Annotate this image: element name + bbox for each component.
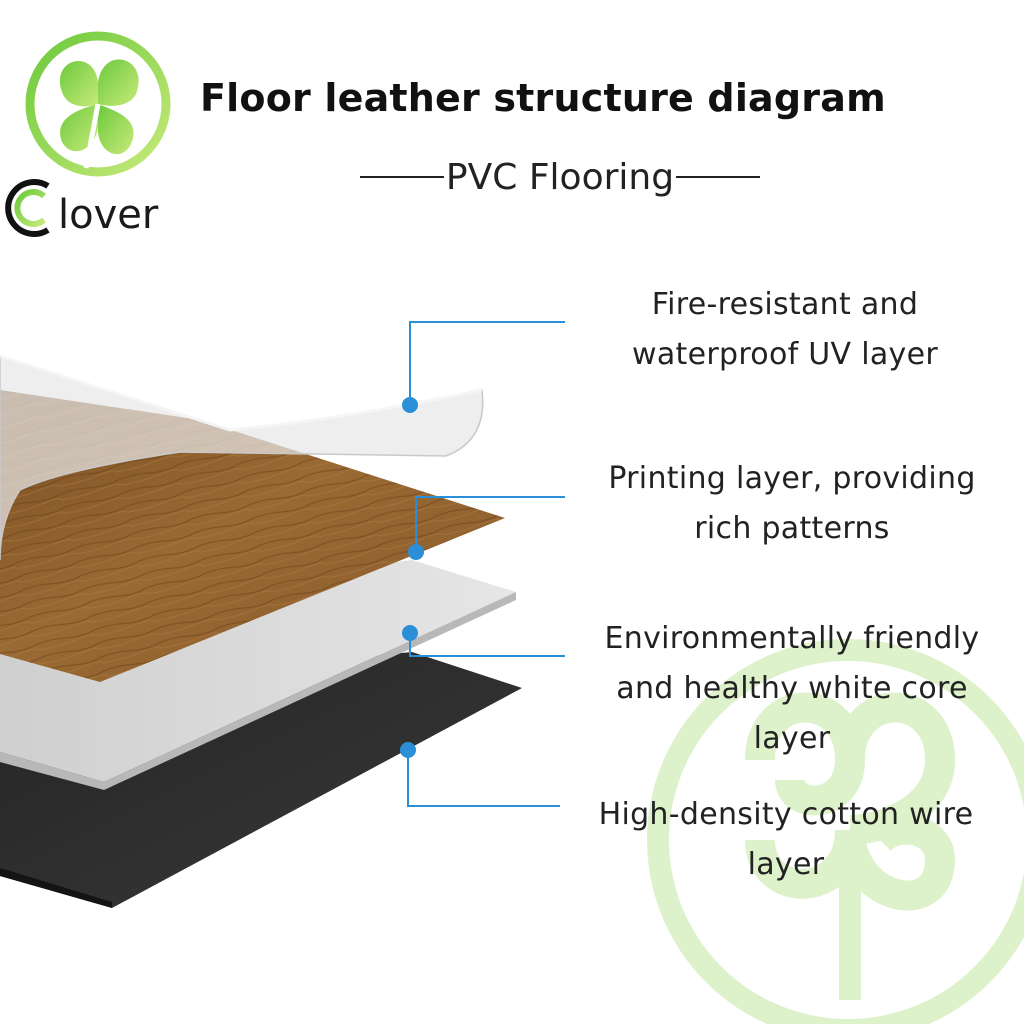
subtitle-rule-left [359,176,444,178]
uv-layer-highlight [0,354,483,432]
label-uv-line-1: Fire-resistant and [651,287,919,322]
connector-core [402,625,565,657]
connector-print [408,496,565,560]
label-core-layer: Environmentally friendly and healthy whi… [572,614,1012,764]
label-backing-line-1: High-density cotton wire [598,797,974,832]
backing-layer-edge [0,868,112,908]
label-uv-layer: Fire-resistant and waterproof UV layer [580,280,990,380]
connector-backing [400,742,560,807]
connector-uv [402,321,565,413]
label-backing-line-2: layer [747,847,825,882]
subtitle-rule-right [676,176,761,178]
brand-c-icon [5,179,50,237]
clover-logo-icon [25,31,171,177]
diagram-title: Floor leather structure diagram [200,76,886,120]
core-layer-edge [0,592,516,790]
brand-name-text: lover [58,192,159,238]
watermark-clover-icon [647,639,1024,1024]
subtitle-group: PVC Flooring [328,152,792,202]
label-print-line-1: Printing layer, providing [608,461,976,496]
brand-name: lover [58,192,158,238]
label-backing-layer: High-density cotton wire layer [566,790,1006,890]
label-core-line-2: and healthy white core [616,671,968,706]
diagram-subtitle: PVC Flooring [445,156,675,198]
label-printing-layer: Printing layer, providing rich patterns [572,454,1012,554]
label-core-line-3: layer [753,721,831,756]
label-core-line-1: Environmentally friendly [604,621,980,656]
printing-layer-grain [0,390,505,682]
label-uv-line-2: waterproof UV layer [632,337,938,372]
label-print-line-2: rich patterns [694,511,890,546]
